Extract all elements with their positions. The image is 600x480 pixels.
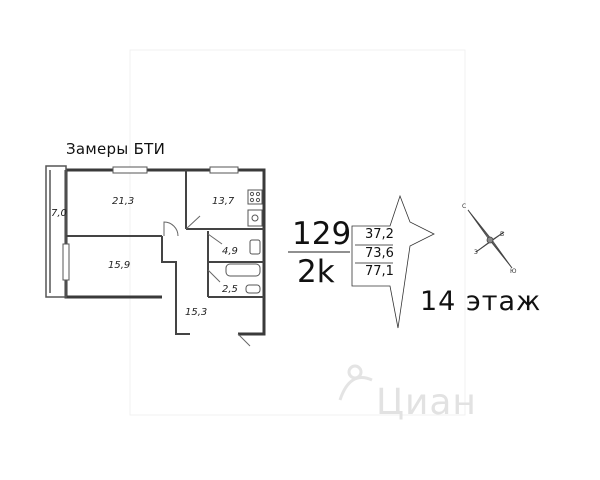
floor-label: 14 этаж: [420, 286, 542, 317]
room-area-hall: 15,3: [185, 307, 208, 318]
area-star-frame: [351, 194, 435, 329]
plan-title: Замеры БТИ: [66, 140, 166, 158]
compass-east: В: [500, 231, 505, 238]
windows: [62, 166, 239, 281]
room-area-kitchen: 13,7: [212, 196, 235, 207]
apartment-type: 2k: [297, 254, 335, 290]
compass-rose: [467, 209, 513, 269]
kitchen-fixtures: [247, 189, 263, 227]
compass-south: Ю: [510, 268, 517, 275]
room-area-bathroom: 4,9: [222, 246, 238, 257]
room-area-wc: 2,5: [222, 284, 238, 295]
room-area-room-1: 21,3: [112, 196, 135, 207]
room-area-room-2: 15,9: [108, 260, 131, 271]
total-area: 73,6: [365, 246, 394, 261]
interior-walls: [66, 170, 264, 335]
apartment-number: 129: [292, 216, 352, 252]
doors: [163, 215, 251, 347]
bathroom-fixtures: [225, 239, 261, 294]
total-area-with-balcony: 77,1: [365, 264, 394, 279]
compass-west: З: [474, 249, 478, 256]
living-area: 37,2: [365, 227, 394, 242]
watermark-text: Циан: [376, 382, 477, 423]
room-area-loggia: 7,0: [51, 208, 67, 219]
compass-north: С: [462, 203, 467, 210]
loggia-outline: [45, 165, 67, 298]
watermark-logo: [338, 364, 373, 401]
